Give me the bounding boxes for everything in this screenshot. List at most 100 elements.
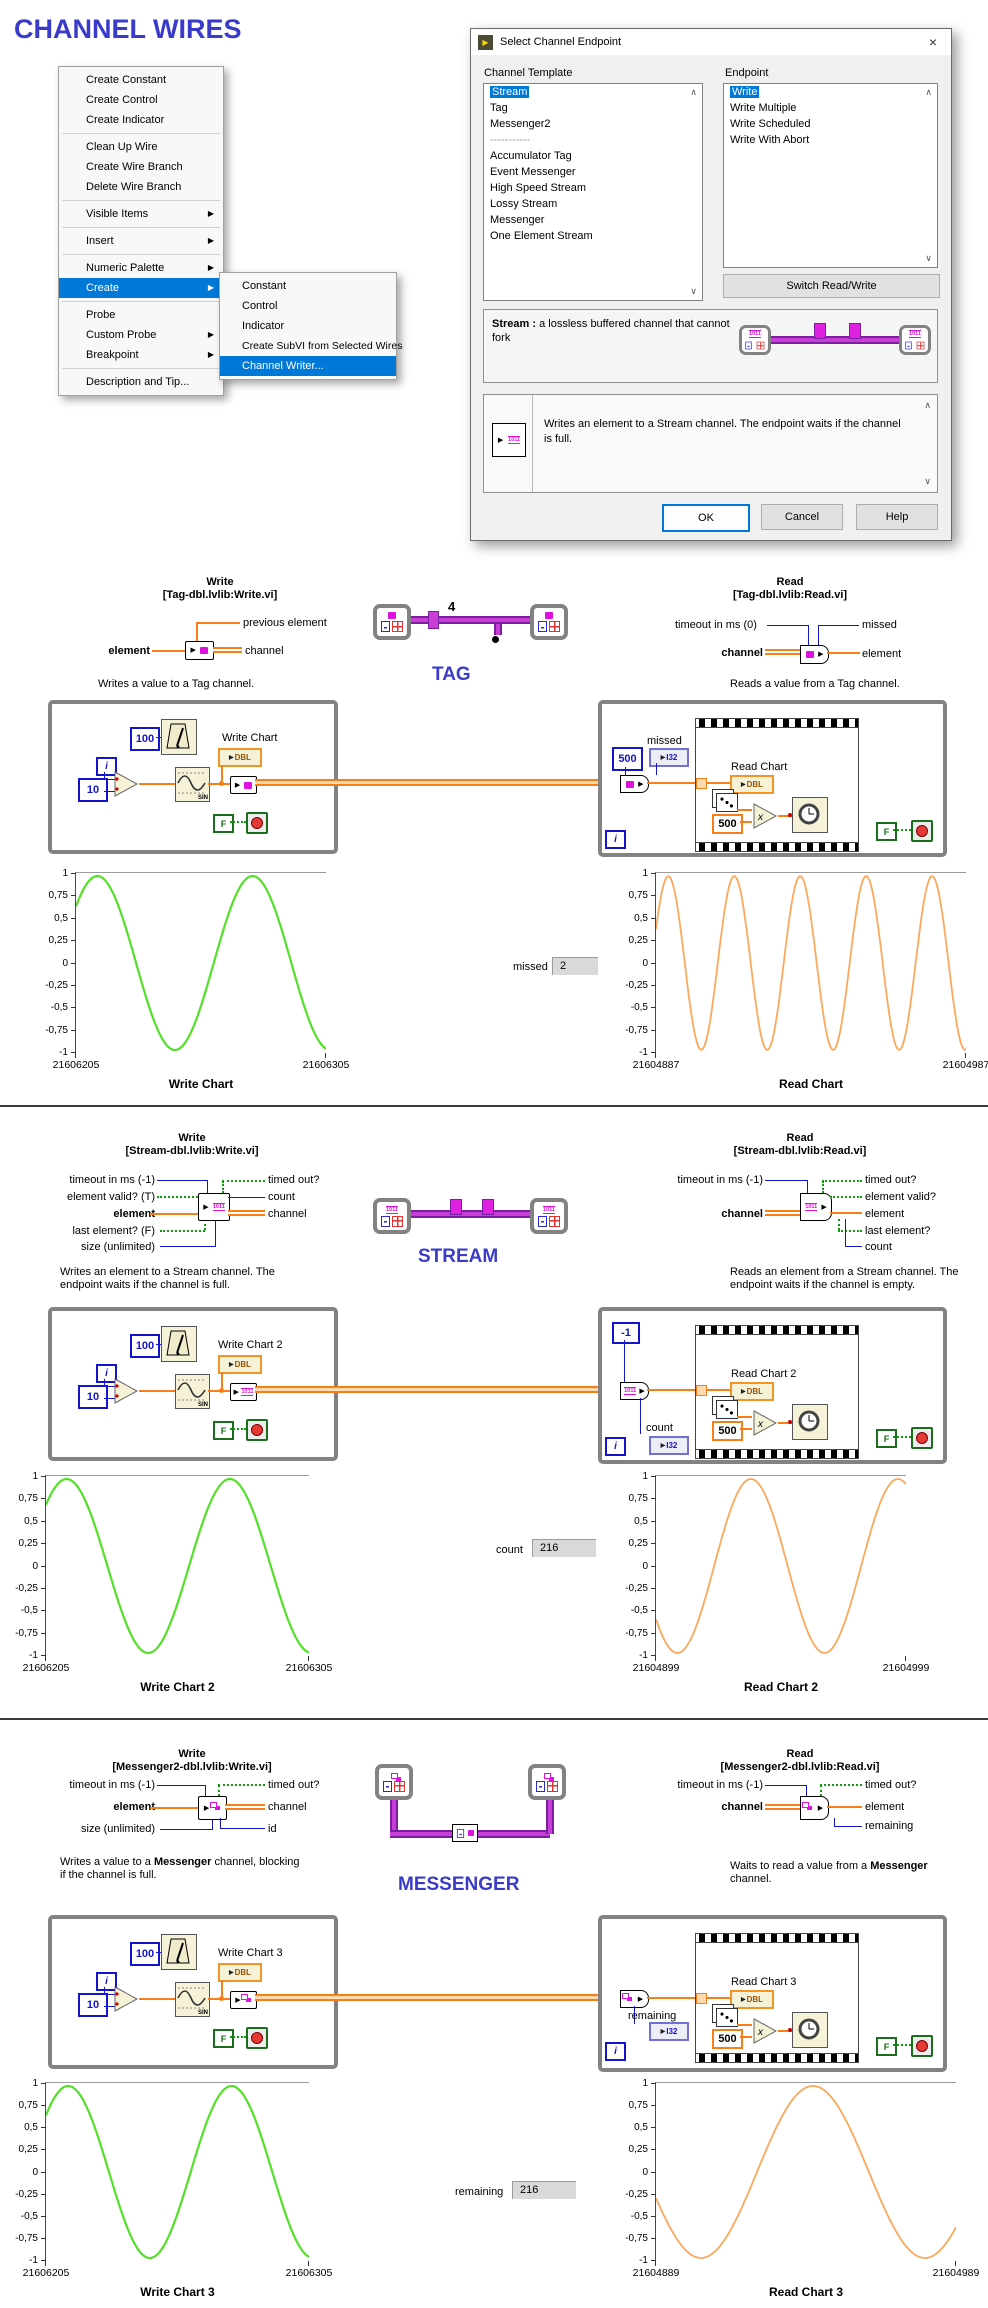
menu-item-insert[interactable]: Insert▶	[59, 231, 223, 251]
wait-metronome-icon	[161, 719, 197, 755]
scroll-down-icon[interactable]: ∨	[925, 253, 932, 263]
menu-item-visible-items[interactable]: Visible Items▶	[59, 204, 223, 224]
wait-metronome-icon	[161, 1934, 197, 1970]
scroll-up-icon[interactable]: ∧	[690, 87, 697, 97]
stop-button[interactable]	[911, 1427, 933, 1449]
branch-dot	[492, 636, 499, 643]
submenu-item-indicator[interactable]: Indicator	[242, 320, 285, 332]
coercion-dot	[788, 813, 792, 817]
stop-button[interactable]	[246, 1419, 268, 1441]
menu-item-numeric-palette[interactable]: Numeric Palette▶	[59, 258, 223, 278]
iteration-terminal: i	[96, 1364, 117, 1383]
tag-writer-node: ▶	[230, 776, 257, 794]
help-button[interactable]: Help	[856, 504, 938, 530]
list-item-accumulator-tag[interactable]: Accumulator Tag	[490, 150, 572, 162]
y-axis-tick-label: 0,25	[48, 935, 68, 947]
terminal-label: element	[113, 1208, 155, 1220]
x-axis-tick	[75, 1053, 76, 1058]
stop-button[interactable]	[911, 2035, 933, 2057]
list-item-write-with-abort[interactable]: Write With Abort	[730, 134, 810, 146]
tag-glyph	[545, 612, 553, 619]
list-item-write-scheduled[interactable]: Write Scheduled	[730, 118, 811, 130]
x-axis-tick-label: 21606305	[302, 1059, 350, 1071]
y-axis-tick	[651, 917, 656, 919]
stream-write-description: Writes an element to a Stream channel. T…	[60, 1266, 275, 1291]
play-icon: ▶	[817, 1804, 824, 1812]
pipe-element	[450, 1199, 462, 1215]
menu-item-breakpoint[interactable]: Breakpoint▶	[59, 345, 223, 365]
section-divider	[0, 1105, 988, 1107]
list-item-lossy-stream[interactable]: Lossy Stream	[490, 198, 558, 210]
y-axis-tick-label: -0,5	[20, 1605, 38, 1617]
play-icon: ▶	[638, 780, 644, 788]
svg-text:x: x	[757, 812, 764, 823]
switch-read-write-button[interactable]: Switch Read/Write	[723, 274, 940, 298]
list-item-stream[interactable]: Stream	[490, 86, 530, 98]
messenger-channel-picture-right	[528, 1764, 566, 1800]
list-item-event-messenger[interactable]: Event Messenger	[490, 166, 576, 178]
scroll-up-icon[interactable]: ∧	[925, 87, 932, 97]
indicator-glyph	[916, 341, 925, 349]
scroll-down-icon[interactable]: ∨	[924, 476, 931, 486]
scroll-up-icon[interactable]: ∧	[924, 400, 931, 410]
y-axis-tick-label: 0,5	[24, 1515, 38, 1527]
y-axis-tick-label: -0,25	[15, 2188, 38, 2200]
timeout-constant: 500	[612, 747, 643, 771]
cancel-button[interactable]: Cancel	[761, 504, 843, 530]
indicator-glyph	[392, 621, 403, 632]
menu-item-create[interactable]: Create▶	[59, 278, 223, 298]
ok-button[interactable]: OK	[662, 504, 750, 532]
menu-item-custom-probe[interactable]: Custom Probe▶	[59, 325, 223, 345]
submenu-item-channel-writer[interactable]: Channel Writer...	[220, 356, 396, 376]
y-axis-tick	[651, 2171, 656, 2173]
endpoint-list[interactable]: Write Write Multiple Write Scheduled Wri…	[723, 83, 938, 268]
divisor-constant: 10	[78, 1993, 108, 2017]
stream-glyph: 1011	[241, 1388, 254, 1396]
menu-item-probe[interactable]: Probe	[86, 309, 116, 321]
pipe-element	[482, 1199, 494, 1215]
stop-button[interactable]	[246, 812, 268, 834]
y-axis-tick-label: 0	[642, 2166, 648, 2178]
stop-button[interactable]	[911, 820, 933, 842]
submenu-item-create-subvi[interactable]: Create SubVI from Selected Wires	[242, 340, 403, 352]
menu-item-create-constant[interactable]: Create Constant	[86, 74, 167, 86]
list-item-messenger2[interactable]: Messenger2	[490, 118, 551, 130]
channel-picture-endpoint: 1011	[739, 325, 771, 355]
terminal-label: element	[865, 1801, 905, 1813]
list-item-write-multiple[interactable]: Write Multiple	[730, 102, 797, 114]
tag-buffer-count: 4	[448, 599, 456, 614]
menu-item-description-and-tip[interactable]: Description and Tip...	[86, 376, 190, 388]
wire-junction	[219, 781, 224, 786]
menu-item-create-wire-branch[interactable]: Create Wire Branch	[86, 161, 183, 173]
x-axis-tick-label: 21604999	[882, 1662, 930, 1674]
tag-glyph	[625, 780, 634, 788]
list-item-messenger[interactable]: Messenger	[490, 214, 545, 226]
list-item-write[interactable]: Write	[730, 86, 760, 98]
list-item-high-speed-stream[interactable]: High Speed Stream	[490, 182, 586, 194]
messenger-glyph	[543, 1772, 551, 1779]
submenu-item-control[interactable]: Control	[242, 300, 278, 312]
stop-button[interactable]	[246, 2027, 268, 2049]
y-axis-tick-label: -0,75	[15, 2232, 38, 2244]
channel-template-list[interactable]: Stream Tag Messenger2 ----------- Accumu…	[483, 83, 703, 301]
list-item-tag[interactable]: Tag	[490, 102, 508, 114]
terminal-label: missed	[862, 619, 897, 631]
list-item-one-element-stream[interactable]: One Element Stream	[490, 230, 593, 242]
menu-item-create-control[interactable]: Create Control	[86, 94, 158, 106]
menu-item-delete-wire-branch[interactable]: Delete Wire Branch	[86, 181, 182, 193]
play-icon: ▶	[233, 1388, 239, 1396]
y-axis-tick	[71, 1007, 76, 1009]
scroll-down-icon[interactable]: ∨	[690, 286, 697, 296]
submenu-item-constant[interactable]: Constant	[242, 280, 287, 292]
pipe-element	[849, 323, 861, 339]
wire	[218, 1784, 265, 1786]
menu-item-clean-up-wire[interactable]: Clean Up Wire	[86, 141, 158, 153]
dbl-indicator: ▶DBL	[730, 1382, 774, 1401]
control-glyph	[536, 1780, 545, 1792]
menu-item-create-indicator[interactable]: Create Indicator	[86, 114, 165, 126]
y-axis-tick-label: 0,25	[18, 1538, 38, 1550]
tag-channel-picture-right	[530, 604, 568, 640]
y-axis-tick	[651, 984, 656, 986]
data-series	[46, 2084, 309, 2260]
close-icon[interactable]: ×	[928, 34, 938, 50]
